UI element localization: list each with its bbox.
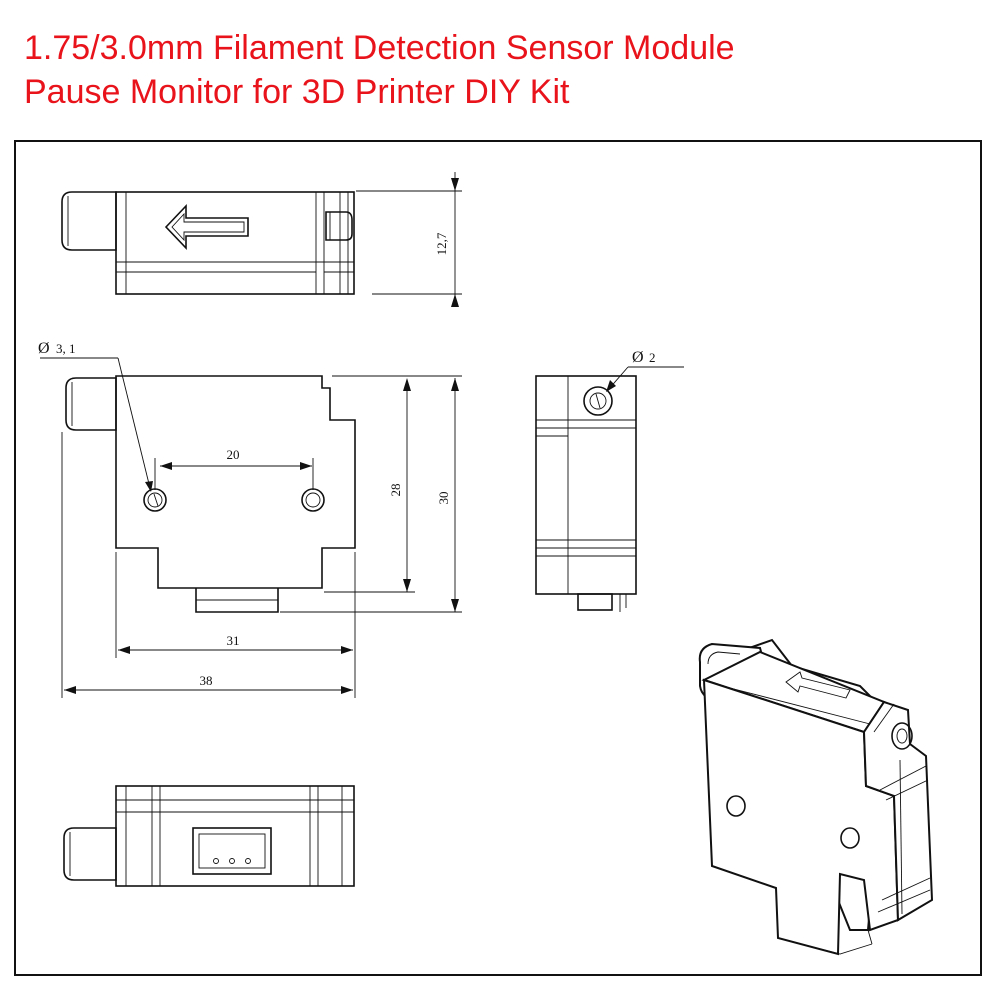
dim-height-28: 28 bbox=[388, 484, 403, 497]
dim-width-38: 38 bbox=[200, 673, 213, 688]
dim-hole-diameter-3-1: 3, 1 bbox=[56, 341, 76, 356]
dim-height-30: 30 bbox=[436, 492, 451, 505]
title-line-1: 1.75/3.0mm Filament Detection Sensor Mod… bbox=[24, 29, 735, 67]
title-line-2: Pause Monitor for 3D Printer DIY Kit bbox=[24, 73, 570, 111]
drawing-frame bbox=[14, 140, 982, 976]
product-title: 1.75/3.0mm Filament Detection Sensor Mod… bbox=[24, 26, 984, 114]
side-view: Ø 2 bbox=[535, 349, 684, 612]
front-view: Ø 3, 1 20 28 30 31 38 bbox=[38, 340, 462, 698]
top-view: 12,7 bbox=[61, 172, 462, 307]
dim-height-12-7: 12,7 bbox=[434, 232, 449, 255]
diameter-symbol-left: Ø bbox=[38, 340, 50, 357]
diameter-symbol-right: Ø bbox=[632, 349, 644, 366]
dim-width-31: 31 bbox=[227, 633, 240, 648]
dim-hole-spacing-20: 20 bbox=[227, 447, 240, 462]
isometric-view bbox=[698, 638, 934, 956]
dim-hole-diameter-2: 2 bbox=[649, 350, 656, 365]
bottom-view bbox=[63, 785, 355, 887]
